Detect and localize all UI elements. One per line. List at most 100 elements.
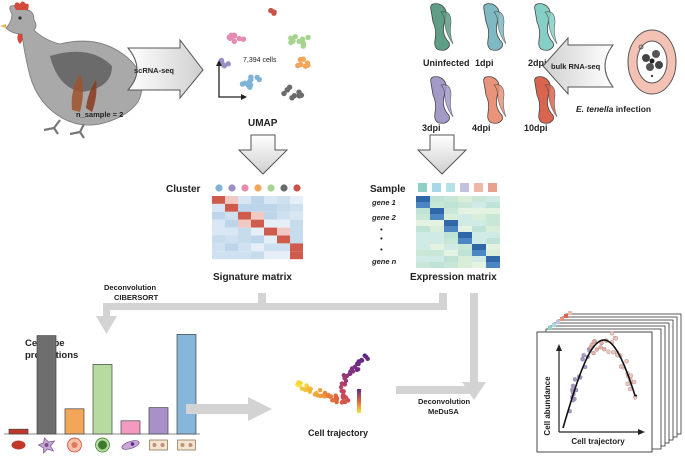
signature-matrix-cell <box>212 196 225 204</box>
umap-point <box>256 76 263 83</box>
expression-matrix-cell <box>486 250 500 256</box>
panel-color-tab <box>564 314 568 318</box>
cell-type-bar <box>148 407 169 435</box>
trajectory-point <box>338 384 344 390</box>
expression-matrix-cell <box>444 262 458 268</box>
expression-matrix-heatmap <box>416 196 500 268</box>
scrna-label: scRNA-seq <box>134 66 174 75</box>
signature-matrix-cell <box>212 243 225 252</box>
umap-point <box>284 87 290 93</box>
expression-matrix-cell <box>486 226 500 232</box>
cell-trajectory-label: Cell trajectory <box>308 428 368 438</box>
expression-matrix-cell <box>472 208 486 214</box>
expression-matrix-cell <box>472 262 486 268</box>
sample-color-key <box>418 183 497 192</box>
trajectory-point <box>359 358 365 363</box>
sample-color-square <box>460 183 469 192</box>
expression-matrix-cell <box>444 196 458 202</box>
expression-matrix-cell <box>416 208 430 214</box>
cell-type-bar <box>8 428 29 435</box>
cell-type-bar <box>92 364 113 435</box>
umap-point <box>299 36 306 42</box>
signature-matrix-heatmap <box>212 196 303 260</box>
umap-title: UMAP <box>248 118 278 129</box>
signature-matrix-cell <box>251 243 264 252</box>
abundance-point <box>591 339 596 345</box>
abundance-point <box>632 379 637 385</box>
panel-color-tab <box>548 326 552 330</box>
cell-type-bar <box>120 420 141 435</box>
expression-matrix-cell <box>472 232 486 238</box>
umap-point <box>300 42 307 48</box>
umap-point <box>289 36 295 42</box>
signature-matrix-cell <box>264 211 277 220</box>
signature-matrix-cell <box>251 219 264 228</box>
expression-matrix-cell <box>416 214 430 220</box>
panel-color-tab <box>556 320 560 324</box>
intestine-icon <box>440 84 454 118</box>
trajectory-point <box>307 389 313 394</box>
expression-matrix-cell <box>430 238 444 244</box>
umap-point <box>297 56 303 63</box>
signature-matrix-cell <box>251 211 264 220</box>
expression-matrix-cell <box>458 226 472 232</box>
intestine-icon <box>544 11 558 45</box>
cibersort-label-2: CIBERSORT <box>114 293 159 302</box>
signature-matrix-cell <box>238 203 251 212</box>
signature-matrix-cell <box>212 219 225 228</box>
signature-matrix-cell <box>238 251 251 260</box>
trajectory-point <box>343 378 349 384</box>
timepoint-label: 4dpi <box>472 123 491 133</box>
umap-point <box>240 36 247 42</box>
expression-matrix-cell <box>458 244 472 250</box>
abundance-point <box>594 347 599 352</box>
signature-matrix-cell <box>238 219 251 228</box>
signature-matrix-cell <box>225 219 238 228</box>
trajectory-point <box>365 356 370 362</box>
abundance-point <box>627 386 633 392</box>
expression-matrix-cell <box>472 226 486 232</box>
expression-matrix-cell <box>416 262 430 268</box>
expression-matrix-cell <box>486 214 500 220</box>
expression-matrix-title: Expression matrix <box>410 272 497 283</box>
sample-color-square <box>418 183 427 192</box>
cluster-color-dot <box>254 184 262 192</box>
expression-matrix-cell <box>416 250 430 256</box>
expression-matrix-cell <box>472 202 486 208</box>
cibersort-label-1: Deconvolution <box>104 283 157 292</box>
expression-matrix-cell <box>444 256 458 262</box>
umap-point <box>304 60 311 66</box>
expression-matrix-cell <box>486 232 500 238</box>
expression-matrix-cell <box>430 220 444 226</box>
signature-matrix-cell <box>225 211 238 220</box>
epithelial-icon <box>149 439 168 451</box>
trajectory-point <box>330 398 335 403</box>
expression-matrix-cell <box>430 202 444 208</box>
signature-matrix-cell <box>225 227 238 236</box>
expression-matrix-cell <box>444 202 458 208</box>
trajectory-point <box>327 394 333 399</box>
expression-matrix-cell <box>472 214 486 220</box>
cell-type-bar <box>36 335 57 435</box>
signature-matrix-cell <box>290 203 303 212</box>
signature-matrix-cell <box>277 211 290 220</box>
panel-color-tab <box>552 323 556 327</box>
signature-matrix-cell <box>238 227 251 236</box>
gene-label: • <box>380 234 383 243</box>
signature-matrix-cell <box>212 227 225 236</box>
parasite-oocyst-icon <box>627 29 677 95</box>
panel-color-tab <box>560 317 564 321</box>
timepoint-label: Uninfected <box>423 58 470 68</box>
trajectory-point <box>302 387 307 392</box>
signature-matrix-cell <box>238 196 251 204</box>
cluster-label: Cluster <box>166 184 201 195</box>
signature-matrix-cell <box>251 235 264 244</box>
expression-matrix-cell <box>486 196 500 202</box>
signature-matrix-cell <box>264 203 277 212</box>
panel-color-tab <box>568 311 572 315</box>
abundance-point <box>609 331 615 336</box>
signature-matrix-cell <box>290 196 303 204</box>
signature-matrix-cell <box>264 219 277 228</box>
